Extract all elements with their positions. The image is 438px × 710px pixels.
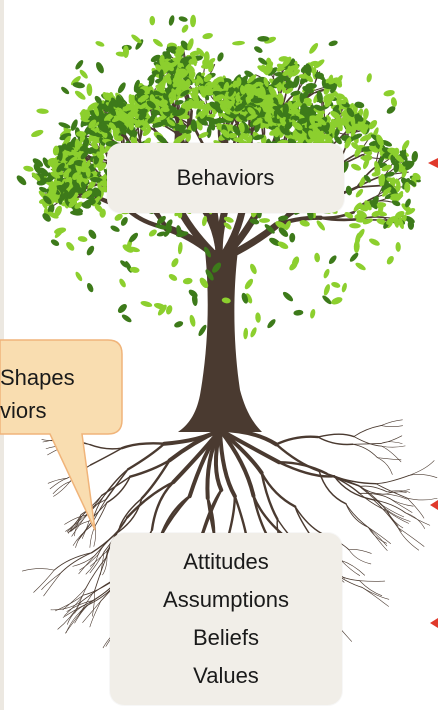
arrow-icon	[430, 618, 438, 628]
tree-trunk	[178, 250, 262, 432]
arrow-icon	[428, 158, 438, 168]
behaviors-label: Behaviors	[177, 165, 275, 191]
callout-line-2: viors	[0, 394, 75, 427]
roots-item-attitudes: Attitudes	[183, 543, 269, 581]
behaviors-box: Behaviors	[107, 143, 344, 213]
roots-item-beliefs: Beliefs	[193, 619, 259, 657]
arrow-icon	[430, 500, 438, 510]
callout: Shapes viors	[0, 339, 125, 439]
roots-item-values: Values	[193, 657, 259, 695]
roots-box: Attitudes Assumptions Beliefs Values	[110, 533, 342, 705]
callout-line-1: Shapes	[0, 361, 75, 394]
roots-item-assumptions: Assumptions	[163, 581, 289, 619]
